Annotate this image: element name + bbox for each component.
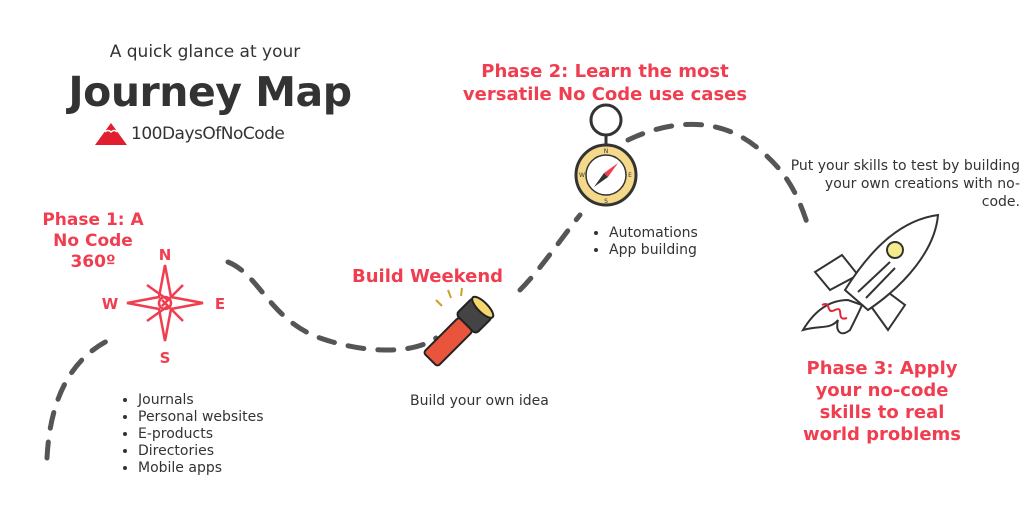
path-segment-4 xyxy=(625,121,813,235)
build-weekend-title: Build Weekend xyxy=(352,266,504,287)
list-item: Mobile apps xyxy=(138,460,264,477)
phase2-title: Phase 2: Learn the most versatile No Cod… xyxy=(462,61,748,105)
list-item: Automations xyxy=(609,225,698,242)
list-item: Directories xyxy=(138,443,264,460)
phase2-list: Automations App building xyxy=(593,225,698,259)
path-segment-2 xyxy=(225,259,439,353)
compass2-n: N xyxy=(604,148,609,155)
build-weekend-description: Build your own idea xyxy=(410,393,549,409)
phase1-title: Phase 1: A No Code 360º xyxy=(42,210,144,272)
compass-e: E xyxy=(215,295,225,313)
header-subtitle: A quick glance at your xyxy=(109,42,301,62)
phase1-list: Journals Personal websites E-products Di… xyxy=(122,392,264,477)
compass-icon: N S E W xyxy=(574,103,638,207)
path-segment-1 xyxy=(44,333,121,461)
path-segment-3 xyxy=(517,212,583,293)
compass-n: N xyxy=(159,246,172,264)
list-item: App building xyxy=(609,242,698,259)
list-item: Personal websites xyxy=(138,409,264,426)
compass2-s: S xyxy=(604,198,608,205)
compass-s: S xyxy=(160,349,171,367)
light-rays-icon xyxy=(435,287,463,307)
list-item: Journals xyxy=(138,392,264,409)
phase3-description: Put your skills to test by building your… xyxy=(790,158,1020,210)
rocket-icon xyxy=(800,213,940,335)
mountain-logo-icon xyxy=(95,123,127,145)
brand-logo: 100DaysOfNoCode xyxy=(95,122,285,146)
flashlight-icon xyxy=(423,295,495,367)
compass2-e: E xyxy=(628,172,632,179)
compass-w: W xyxy=(102,295,119,313)
phase3-title: Phase 3: Apply your no-code skills to re… xyxy=(802,358,962,445)
list-item: E-products xyxy=(138,426,264,443)
brand-name: 100DaysOfNoCode xyxy=(131,124,285,144)
page-title: Journey Map xyxy=(68,68,352,116)
compass2-w: W xyxy=(579,172,585,179)
compass-rose-icon: N S E W xyxy=(102,246,225,367)
